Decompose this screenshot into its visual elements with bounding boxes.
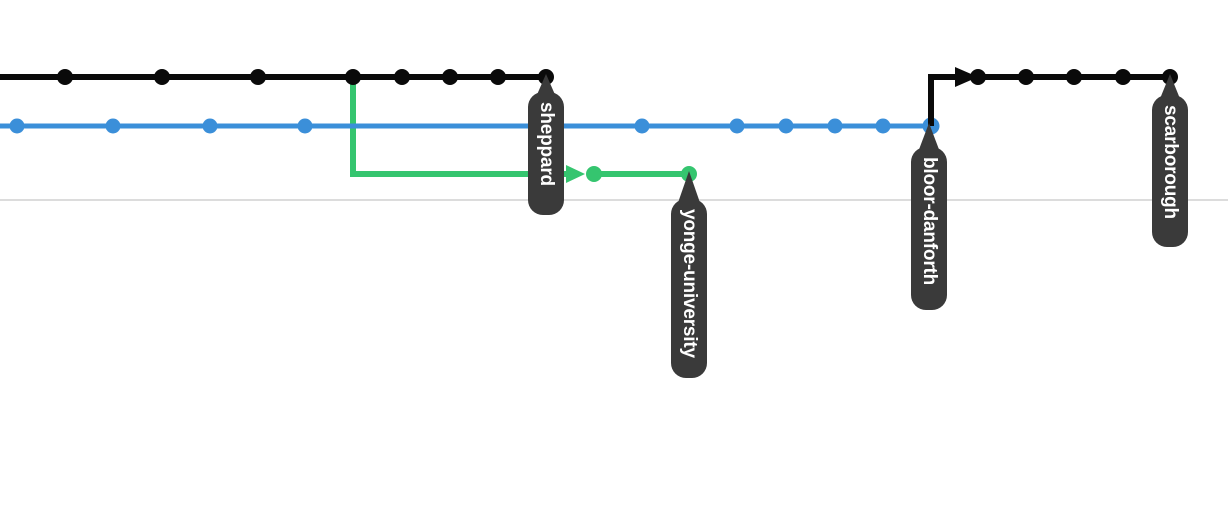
branch-tag-label: scarborough (1160, 105, 1181, 219)
branch-tag-label: yonge-university (679, 209, 700, 358)
branch-tag-label: bloor-danforth (919, 157, 940, 285)
commit-dot-master[interactable] (1115, 69, 1131, 85)
commit-dot-blue[interactable] (827, 118, 843, 134)
branch-tag-bloor-danforth[interactable]: bloor-danforth (911, 123, 947, 310)
commit-dot-master[interactable] (970, 69, 986, 85)
commit-dot-master[interactable] (490, 69, 506, 85)
commit-dot-master[interactable] (250, 69, 266, 85)
tag-body (911, 147, 947, 310)
commit-dot-master[interactable] (442, 69, 458, 85)
commit-dot-blue[interactable] (202, 118, 218, 134)
tag-body (1152, 95, 1188, 247)
branch-tag-label: sheppard (536, 102, 557, 186)
commit-dot-green[interactable] (586, 166, 602, 182)
commit-dot-blue[interactable] (105, 118, 121, 134)
tag-body (671, 199, 707, 378)
branch-lane-master (0, 67, 1178, 126)
branch-tag-sheppard[interactable]: sheppard (528, 74, 564, 215)
commit-dot-blue[interactable] (778, 118, 794, 134)
commit-dot-blue[interactable] (297, 118, 313, 134)
commit-dot-master[interactable] (394, 69, 410, 85)
commit-dot-blue[interactable] (9, 118, 25, 134)
branch-lane-blue (0, 117, 940, 135)
branch-tag-scarborough[interactable]: scarborough (1152, 74, 1188, 247)
branch-tag-yonge-university[interactable]: yonge-university (671, 171, 707, 378)
commit-dot-master[interactable] (154, 69, 170, 85)
commit-dot-blue[interactable] (729, 118, 745, 134)
commit-dot-blue[interactable] (875, 118, 891, 134)
commit-dot-blue[interactable] (634, 118, 650, 134)
commit-dot-master[interactable] (345, 69, 361, 85)
tag-body (528, 92, 564, 215)
commit-dot-master[interactable] (1066, 69, 1082, 85)
commit-dot-master[interactable] (57, 69, 73, 85)
commit-dot-master[interactable] (1018, 69, 1034, 85)
branch-lane-green (350, 77, 697, 183)
